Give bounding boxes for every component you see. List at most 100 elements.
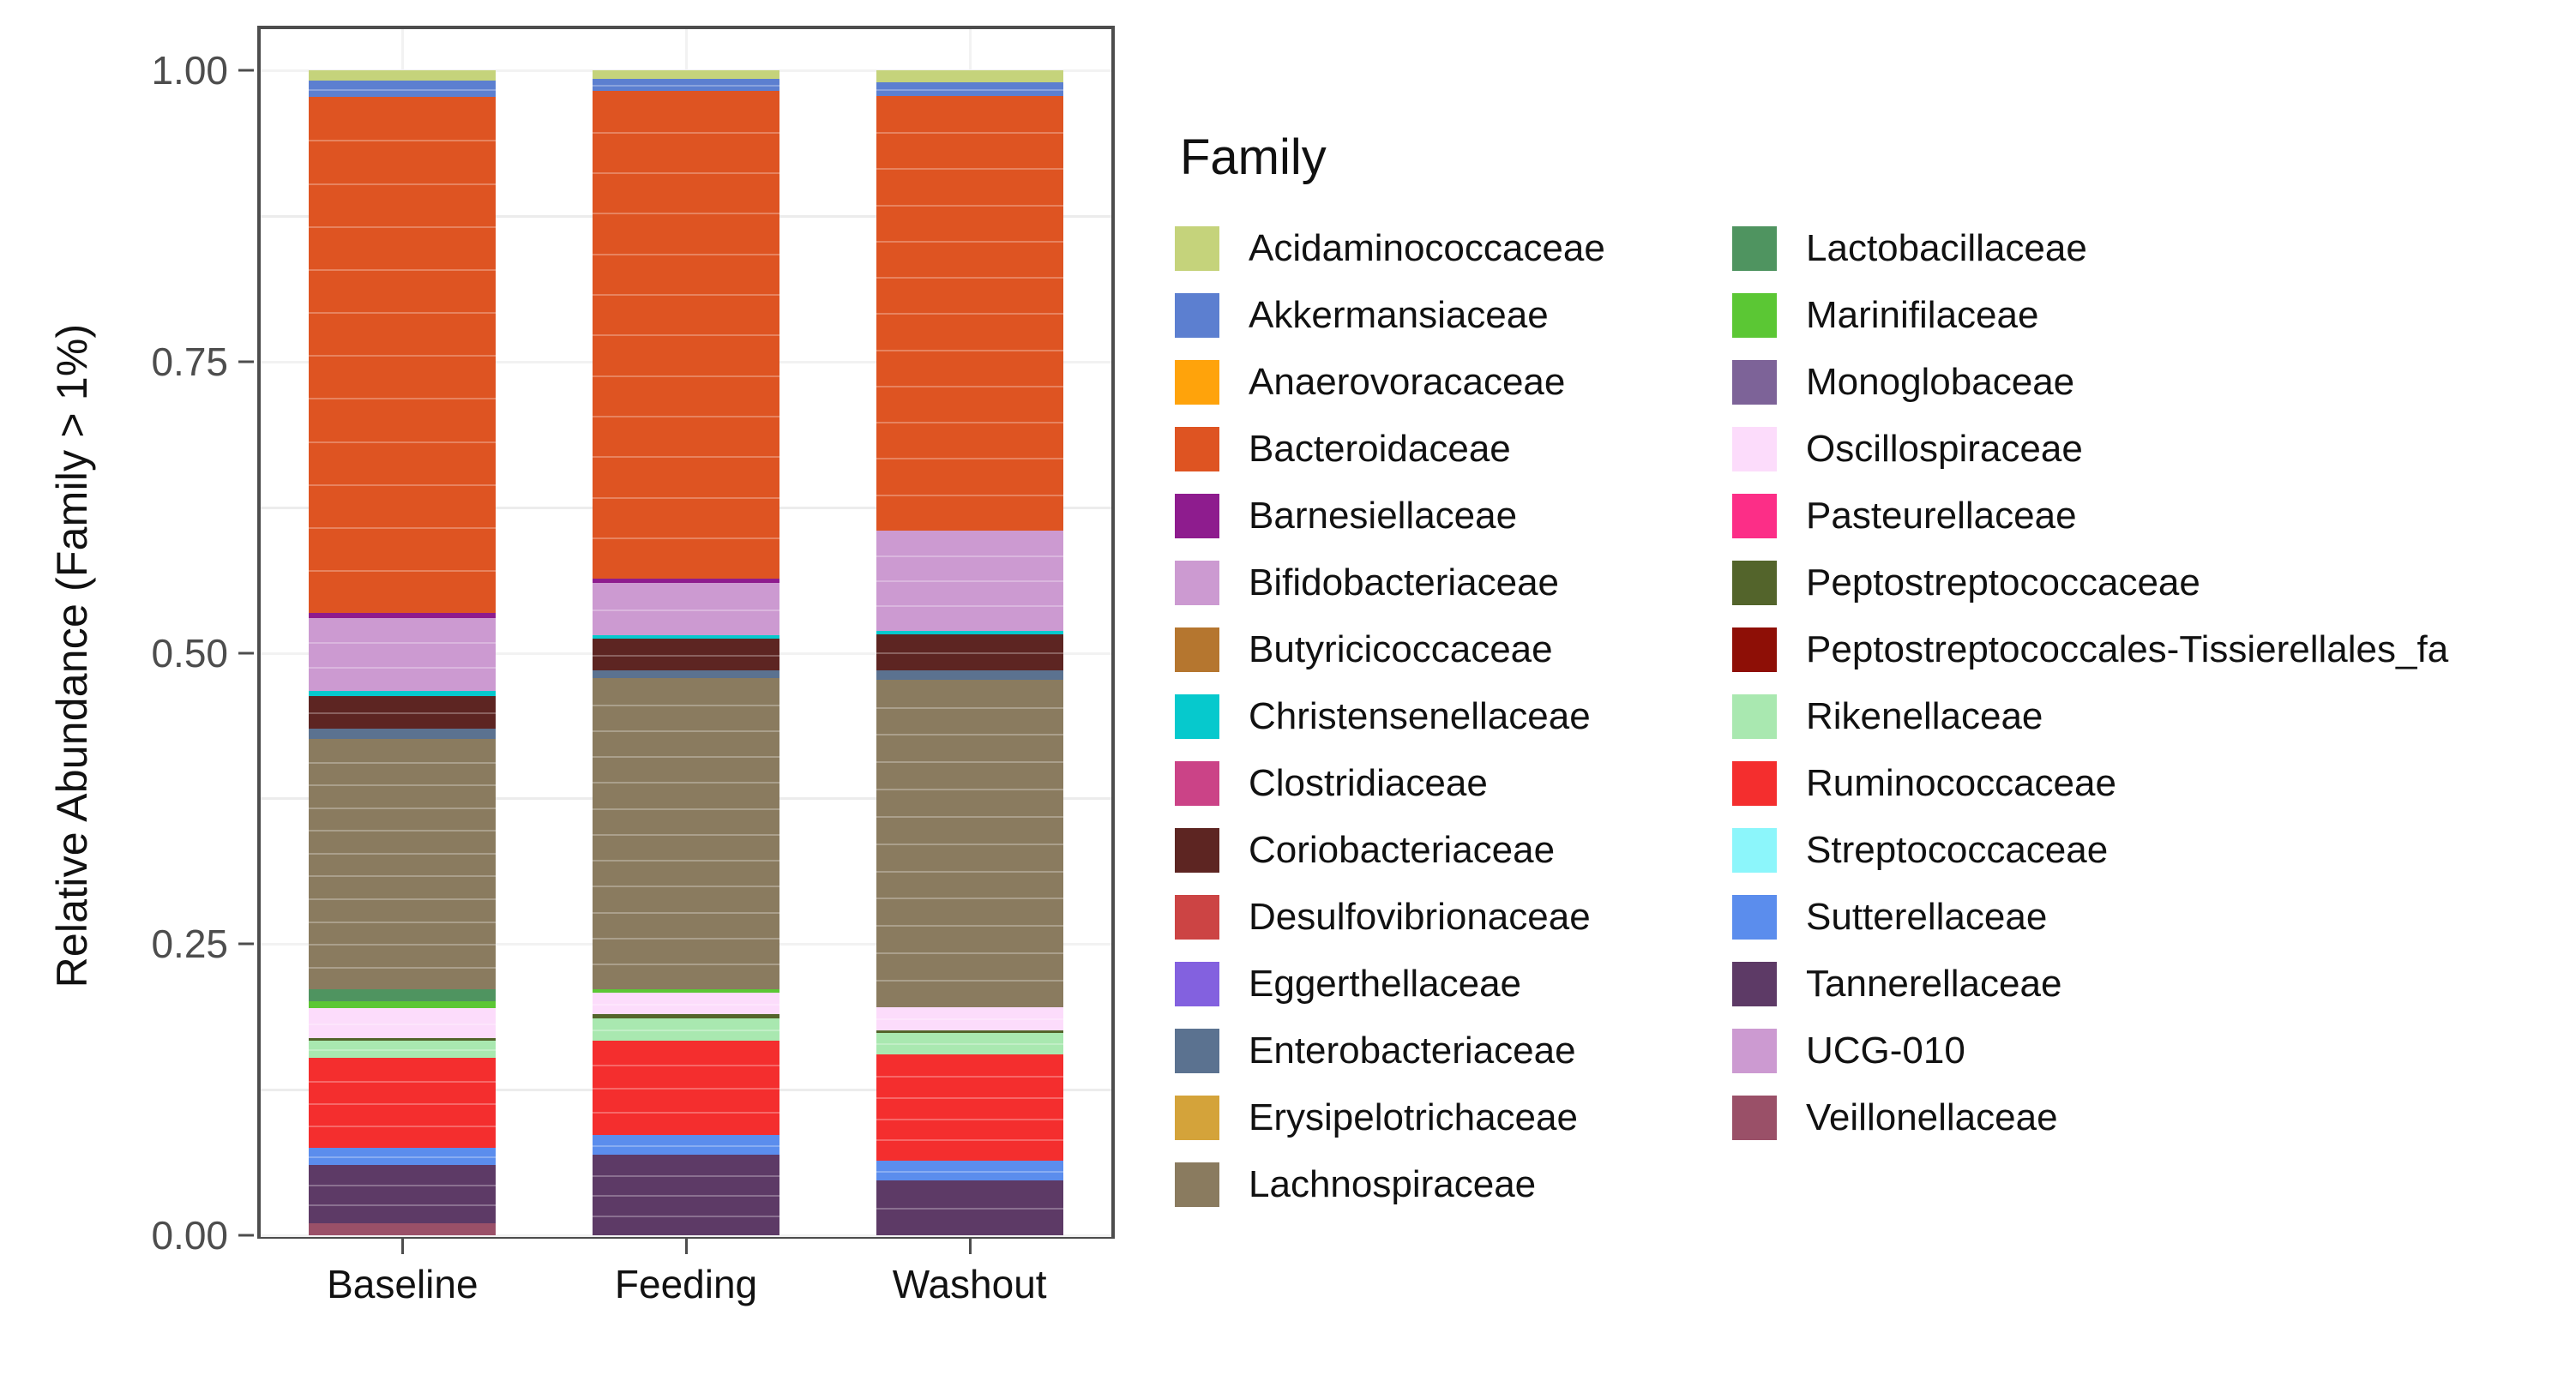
legend-item[interactable]: UCG-010 bbox=[1732, 1018, 2555, 1084]
bar-segment[interactable] bbox=[593, 1155, 779, 1235]
bar-segment[interactable] bbox=[309, 97, 497, 614]
bar-segment[interactable] bbox=[309, 70, 497, 81]
bar-segment[interactable] bbox=[309, 81, 497, 98]
legend-item[interactable]: Erysipelotrichaceae bbox=[1175, 1084, 1732, 1151]
bar-segment[interactable] bbox=[593, 639, 779, 670]
bar-segment[interactable] bbox=[593, 989, 779, 994]
segment-divider bbox=[876, 168, 1063, 171]
bar-segment[interactable] bbox=[309, 613, 497, 618]
legend-item[interactable]: Tannerellaceae bbox=[1732, 951, 2555, 1018]
bar-segment[interactable] bbox=[593, 70, 779, 79]
bar-segment[interactable] bbox=[593, 78, 779, 92]
bar-segment[interactable] bbox=[593, 678, 779, 990]
bar-segment[interactable] bbox=[309, 989, 497, 1001]
bar-segment[interactable] bbox=[876, 95, 1063, 531]
segment-divider bbox=[309, 921, 497, 923]
bar-segment[interactable] bbox=[309, 1000, 497, 1008]
bar-segment[interactable] bbox=[309, 1148, 497, 1166]
legend-swatch-icon bbox=[1732, 1029, 1777, 1073]
legend-item[interactable]: Clostridiaceae bbox=[1175, 750, 1732, 817]
bar-segment[interactable] bbox=[593, 669, 779, 679]
bar-segment[interactable] bbox=[876, 633, 1063, 670]
bar-segment[interactable] bbox=[593, 578, 779, 583]
bar-washout[interactable] bbox=[876, 70, 1063, 1235]
legend-swatch-icon bbox=[1732, 895, 1777, 940]
legend-swatch-icon bbox=[1175, 761, 1219, 806]
legend-item[interactable]: Pasteurellaceae bbox=[1732, 483, 2555, 549]
segment-divider bbox=[593, 537, 779, 540]
bar-segment[interactable] bbox=[593, 635, 779, 639]
bar-segment[interactable] bbox=[309, 691, 497, 696]
bar-segment[interactable] bbox=[876, 70, 1063, 82]
legend-item[interactable]: Bifidobacteriaceae bbox=[1175, 549, 1732, 616]
legend-item[interactable]: Anaerovoracaceae bbox=[1175, 349, 1732, 416]
legend-item[interactable]: Bacteroidaceae bbox=[1175, 416, 1732, 483]
segment-divider bbox=[309, 1023, 497, 1025]
bar-segment[interactable] bbox=[309, 1058, 497, 1149]
bar-segment[interactable] bbox=[593, 1135, 779, 1156]
legend-swatch-icon bbox=[1175, 360, 1219, 405]
bar-segment[interactable] bbox=[876, 630, 1063, 634]
legend-item[interactable]: Christensenellaceae bbox=[1175, 683, 1732, 750]
bar-segment[interactable] bbox=[876, 1054, 1063, 1161]
legend-item[interactable]: Akkermansiaceae bbox=[1175, 282, 1732, 349]
legend-item[interactable]: Rikenellaceae bbox=[1732, 683, 2555, 750]
bar-segment[interactable] bbox=[309, 617, 497, 692]
legend-item[interactable]: Oscillospiraceae bbox=[1732, 416, 2555, 483]
bar-segment[interactable] bbox=[309, 1007, 497, 1039]
bar-segment[interactable] bbox=[876, 679, 1063, 1007]
bar-segment[interactable] bbox=[876, 1030, 1063, 1033]
bar-segment[interactable] bbox=[593, 582, 779, 636]
legend-item[interactable]: Eggerthellaceae bbox=[1175, 951, 1732, 1018]
bar-feeding[interactable] bbox=[593, 70, 779, 1235]
bar-segment[interactable] bbox=[309, 1038, 497, 1042]
legend-item[interactable]: Ruminococcaceae bbox=[1732, 750, 2555, 817]
bar-segment[interactable] bbox=[309, 739, 497, 990]
bar-baseline[interactable] bbox=[309, 70, 497, 1235]
bar-segment[interactable] bbox=[876, 669, 1063, 680]
legend-item[interactable]: Lachnospiraceae bbox=[1175, 1151, 1732, 1218]
bar-segment[interactable] bbox=[876, 81, 1063, 96]
bar-segment[interactable] bbox=[309, 1165, 497, 1224]
legend-item[interactable]: Lactobacillaceae bbox=[1732, 215, 2555, 282]
segment-divider bbox=[593, 213, 779, 215]
segment-divider bbox=[309, 1102, 497, 1105]
legend-item[interactable]: Desulfovibrionaceae bbox=[1175, 884, 1732, 951]
bar-segment[interactable] bbox=[309, 1223, 497, 1235]
y-tick-label: 0.25 bbox=[151, 922, 228, 967]
legend-item[interactable]: Acidaminococcaceae bbox=[1175, 215, 1732, 282]
legend-item[interactable]: Marinifilaceae bbox=[1732, 282, 2555, 349]
legend-item[interactable]: Sutterellaceae bbox=[1732, 884, 2555, 951]
gridline-major bbox=[261, 1234, 1111, 1237]
bar-segment[interactable] bbox=[593, 1013, 779, 1019]
bar-segment[interactable] bbox=[309, 1041, 497, 1059]
segment-divider bbox=[876, 706, 1063, 709]
bar-segment[interactable] bbox=[593, 1018, 779, 1042]
legend-item[interactable]: Enterobacteriaceae bbox=[1175, 1018, 1732, 1084]
bar-segment[interactable] bbox=[593, 993, 779, 1014]
segment-divider bbox=[309, 712, 497, 714]
segment-divider bbox=[309, 355, 497, 357]
legend-item[interactable]: Veillonellaceae bbox=[1732, 1084, 2555, 1151]
legend-item[interactable]: Peptostreptococcaceae bbox=[1732, 549, 2555, 616]
x-tick-mark bbox=[401, 1239, 405, 1254]
bar-segment[interactable] bbox=[309, 728, 497, 740]
legend-item[interactable]: Barnesiellaceae bbox=[1175, 483, 1732, 549]
bar-segment[interactable] bbox=[876, 1006, 1063, 1030]
bar-segment[interactable] bbox=[876, 1032, 1063, 1055]
bar-segment[interactable] bbox=[593, 91, 779, 579]
segment-divider bbox=[309, 642, 497, 645]
legend-item[interactable]: Butyricicoccaceae bbox=[1175, 616, 1732, 683]
bar-segment[interactable] bbox=[876, 1180, 1063, 1235]
legend-item[interactable]: Streptococcaceae bbox=[1732, 817, 2555, 884]
segment-divider bbox=[876, 1208, 1063, 1210]
legend-item[interactable]: Monoglobaceae bbox=[1732, 349, 2555, 416]
legend-swatch-icon bbox=[1175, 1029, 1219, 1073]
bar-segment[interactable] bbox=[876, 1161, 1063, 1181]
bar-segment[interactable] bbox=[593, 1041, 779, 1136]
segment-divider bbox=[876, 240, 1063, 243]
bar-segment[interactable] bbox=[309, 695, 497, 729]
bar-segment[interactable] bbox=[876, 530, 1063, 631]
legend-item[interactable]: Coriobacteriaceae bbox=[1175, 817, 1732, 884]
legend-item[interactable]: Peptostreptococcales-Tissierellales_fa bbox=[1732, 616, 2555, 683]
